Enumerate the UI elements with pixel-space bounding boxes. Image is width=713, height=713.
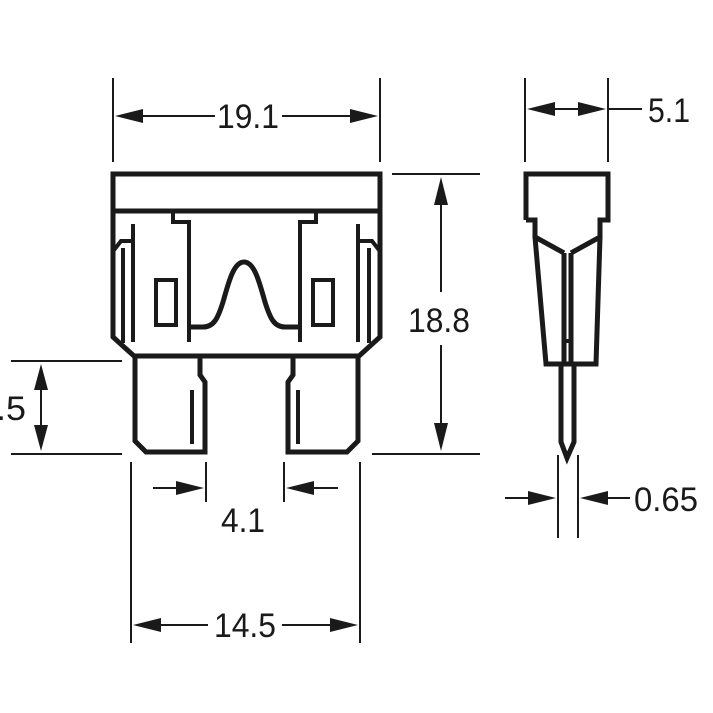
terminal-length-label: .5: [0, 390, 26, 428]
terminal-span-label: 14.5: [214, 607, 276, 645]
dimension-terminal-span: 14.5: [130, 462, 361, 645]
terminal-gap-label: 4.1: [221, 502, 265, 540]
dimension-terminal-gap: 4.1: [153, 462, 338, 540]
dimension-blade-thickness: 0.65: [505, 455, 698, 538]
body-thickness-label: 5.1: [648, 92, 690, 130]
overall-width-label: 19.1: [217, 98, 279, 136]
dimension-overall-height: 18.8: [372, 173, 480, 455]
fuse-side-profile: [523, 171, 611, 465]
blade-thickness-label: 0.65: [634, 481, 698, 519]
dimension-body-thickness: 5.1: [524, 78, 690, 162]
side-view: 5.1 0.65: [505, 78, 698, 538]
dimension-terminal-length: .5: [0, 360, 122, 455]
fuse-terminals: [132, 356, 361, 455]
overall-height-label: 18.8: [408, 302, 470, 340]
fuse-body: [110, 171, 383, 359]
dimension-overall-width: 19.1: [112, 78, 381, 162]
front-view: 19.1: [0, 78, 480, 645]
